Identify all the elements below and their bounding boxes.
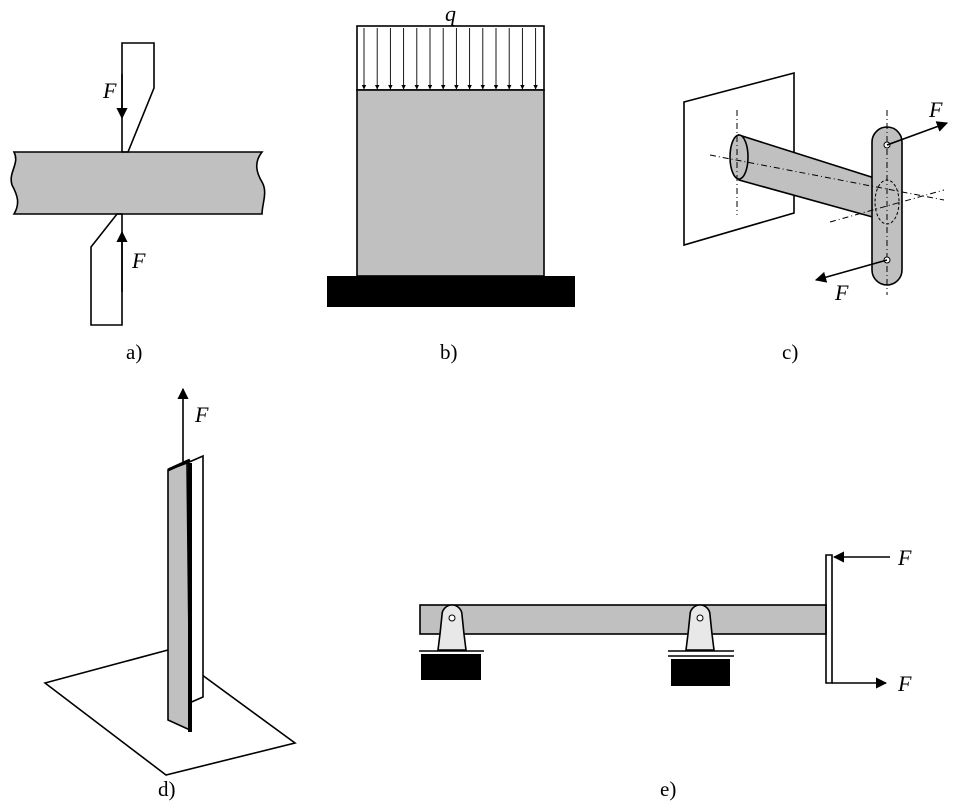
lower-blade [90,213,123,326]
panel-e: F F e) [419,545,912,801]
force-arrow-bottom [814,259,888,283]
upper-blade [121,42,155,153]
panel-a: F F a) [10,42,266,364]
force-label-top: F [897,545,912,570]
base-plate [43,649,297,776]
plate-strip [10,151,266,215]
block [356,89,545,277]
caption-c: c) [782,340,798,364]
force-label: F [194,402,209,427]
force-arrow-top [886,121,949,146]
foundation [327,276,575,307]
panel-b: q b) [327,1,575,364]
load-label: q [445,1,456,26]
force-label-bottom: F [897,671,912,696]
support-middle [668,604,734,686]
bar [738,133,888,223]
flange-front [167,461,191,732]
caption-d: d) [158,777,176,801]
beam [419,604,827,635]
panel-c: F F c) [683,71,949,364]
panel-d: F d) [43,387,297,801]
force-label-bottom: F [131,248,146,273]
flange-top [167,458,191,472]
caption-a: a) [126,340,142,364]
caption-b: b) [440,340,458,364]
bar-axis [709,154,945,201]
force-label-bottom: F [834,280,849,305]
force-label-top: F [928,97,943,122]
caption-e: e) [660,777,676,801]
support-left [419,604,484,680]
load-frame [356,25,545,91]
wall-plane [683,71,795,247]
end-frame [825,554,833,684]
distributed-load-arrows [361,28,538,90]
force-label-top: F [102,78,117,103]
bar-end-left [729,134,749,180]
